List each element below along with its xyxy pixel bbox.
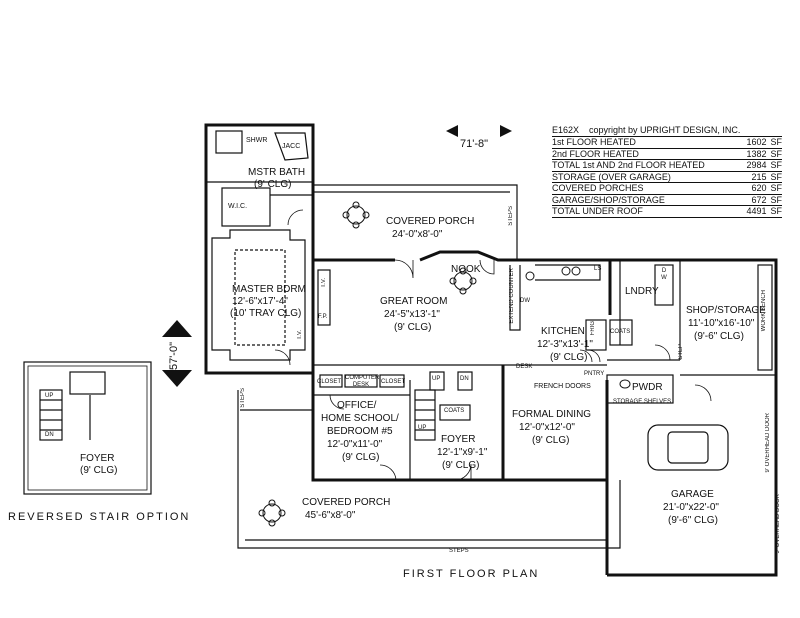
laundry-label: LNDRY [625, 286, 659, 297]
lazy-susan-label: LS [594, 266, 602, 272]
shop-storage-clg: (9'-6" CLG) [694, 331, 744, 342]
front-porch-name: COVERED PORCH [302, 497, 391, 508]
furniture [258, 201, 631, 527]
computer-desk-label: COMPUTER DESK [345, 375, 380, 388]
reversed-stair-up-label: UP [45, 393, 54, 399]
rear-porch-name: COVERED PORCH [386, 216, 475, 227]
mstr-bath-name: MSTR BATH [248, 167, 306, 178]
extend-counter-label: EXTEND COUNTER [509, 268, 515, 324]
tv-label-right: T.V. [321, 278, 327, 288]
width-arrow-left [446, 125, 458, 137]
master-bdrm-clg: (10' TRAY CLG) [230, 308, 302, 319]
master-bdrm-name: MASTER BDRM [232, 284, 306, 295]
front-porch-size: 45'-6"x8'-0" [305, 510, 356, 521]
width-dimension: 71'-8" [460, 138, 489, 150]
copyright-text: copyright by UPRIGHT DESIGN, INC. [589, 125, 741, 135]
kitchen-name: KITCHEN [541, 326, 585, 337]
shower-label: SHWR [246, 137, 268, 144]
great-room-clg: (9' CLG) [394, 322, 432, 333]
formal-dining-name: FORMAL DINING [512, 409, 592, 420]
reversed-foyer-clg: (9' CLG) [80, 465, 118, 476]
stats-legend: E162X copyright by UPRIGHT DESIGN, INC. … [552, 125, 782, 218]
office-name-1: OFFICE/ [337, 400, 377, 411]
overhead-door-label-2: 9' OVERHEAD DOOR [775, 494, 781, 554]
french-doors-label: FRENCH DOORS [534, 383, 591, 390]
foyer-name: FOYER [441, 434, 476, 445]
fireplace-label: F.P. [318, 314, 328, 320]
master-bdrm-size: 12'-6"x17'-4" [232, 296, 288, 307]
interior-walls [23, 130, 776, 549]
exterior-walls [204, 123, 778, 577]
depth-dimension: 57'-0" [168, 342, 180, 371]
desk-label: DESK [516, 364, 533, 370]
kitchen-clg: (9' CLG) [550, 352, 588, 363]
office-size: 12'-0"x11'-0" [327, 439, 383, 450]
side-steps-label: STEPS [240, 388, 246, 408]
width-arrow-right [500, 125, 512, 137]
foyer-size: 12'-1"x9'-1" [437, 447, 488, 458]
great-room-name: GREAT ROOM [380, 296, 448, 307]
fridge-label: FRIG [590, 321, 596, 336]
foyer-stair-up-label: UP [418, 425, 427, 431]
garage-size: 21'-0"x22'-0" [663, 502, 719, 513]
garage-name: GARAGE [671, 489, 714, 500]
dimension-arrows [162, 125, 512, 387]
garage-clg: (9'-6" CLG) [668, 515, 718, 526]
shop-storage-size: 11'-10"x16'-10" [688, 318, 755, 329]
reversed-stair-caption: REVERSED STAIR OPTION [8, 511, 191, 523]
office-name-2: HOME SCHOOL/ [321, 413, 399, 424]
kitchen-size: 12'-3"x13'-1" [537, 339, 593, 350]
depth-arrow-up [162, 320, 192, 337]
reversed-foyer-name: FOYER [80, 453, 115, 464]
storage-shelves-label: STORAGE SHELVES [613, 399, 672, 405]
overhead-door-label-1: 9' OVERHEAD DOOR [765, 413, 771, 473]
mstr-bath-clg: (9' CLG) [254, 179, 292, 190]
work-bench-label: WORK BENCH [761, 290, 767, 332]
closet-left-label: CLOSET [317, 379, 342, 385]
front-steps-label: STEPS [449, 548, 469, 554]
formal-dining-clg: (9' CLG) [532, 435, 570, 446]
depth-arrow-down [162, 370, 192, 387]
plan-caption: FIRST FLOOR PLAN [403, 568, 540, 580]
wic-label: W.I.C. [228, 203, 248, 210]
plan-code: E162X [552, 125, 580, 135]
office-name-3: BEDROOM #5 [327, 426, 393, 437]
rear-porch-size: 24'-0"x8'-0" [392, 229, 443, 240]
stair-down-label: DN [460, 376, 469, 382]
stair-up-label: UP [432, 376, 441, 382]
powder-room-label: PWDR [632, 382, 663, 393]
rear-steps-label: STEPS [508, 206, 514, 226]
foyer-clg: (9' CLG) [442, 460, 480, 471]
closet-right-label: CLOSET [381, 379, 406, 385]
office-clg: (9' CLG) [342, 452, 380, 463]
door-swings [274, 209, 712, 481]
dishwasher-label: DW [520, 298, 530, 304]
reversed-stair-down-label: DN [45, 432, 54, 438]
nook-label: NOOK [451, 264, 481, 275]
pantry-label: PNTRY [584, 371, 605, 377]
step-label: STEP [678, 344, 684, 360]
great-room-size: 24'-5"x13'-1" [384, 309, 440, 320]
tv-label-left: T.V. [297, 330, 303, 340]
foyer-coats-label: COATS [444, 408, 465, 414]
dryer-washer-label: D W [661, 268, 667, 281]
jacuzzi-label: JACC [282, 143, 301, 150]
formal-dining-size: 12'-0"x12'-0" [519, 422, 575, 433]
shop-storage-name: SHOP/STORAGE [686, 305, 766, 316]
kitchen-coats-label: COATS [610, 329, 631, 335]
